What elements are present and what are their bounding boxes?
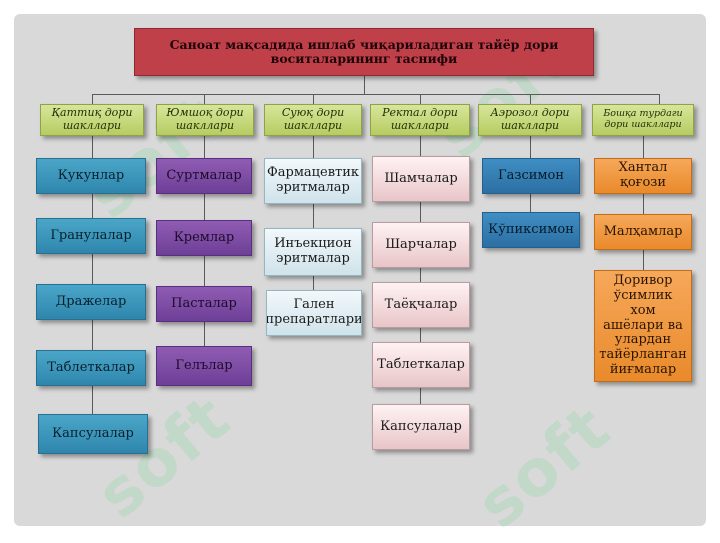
column-line: [420, 136, 421, 416]
solid-item: Капсулалар: [38, 414, 148, 454]
soft-item: Кремлар: [156, 220, 252, 256]
rectal-item: Таблеткалар: [372, 342, 470, 388]
solid-item: Гранулалар: [36, 218, 146, 254]
liquid-item: Гален препаратлари: [266, 290, 362, 336]
solid-item: Дражелар: [36, 284, 146, 320]
connector-line: [420, 94, 421, 104]
connector-line: [92, 94, 660, 95]
category-aerosol: Аэрозол дори шакллари: [478, 104, 582, 136]
soft-item: Гелълар: [156, 346, 252, 386]
category-other: Бошқа турдаги дори шакллари: [592, 104, 694, 136]
solid-item: Таблеткалар: [36, 350, 146, 386]
connector-line: [364, 76, 365, 94]
connector-line: [313, 94, 314, 104]
other-item: Малҳамлар: [594, 214, 692, 250]
connector-line: [530, 94, 531, 104]
connector-line: [92, 94, 93, 104]
liquid-item: Инъекцион эритмалар: [264, 228, 362, 276]
category-soft: Юмшоқ дори шакллари: [156, 104, 254, 136]
rectal-item: Шарчалар: [372, 222, 470, 268]
rectal-item: Шамчалар: [372, 156, 470, 202]
connector-line: [204, 94, 205, 104]
category-solid: Қаттиқ дори шакллари: [40, 104, 144, 136]
solid-item: Кукунлар: [36, 158, 146, 194]
aerosol-item: Газсимон: [482, 158, 580, 194]
category-rectal: Ректал дори шакллари: [370, 104, 470, 136]
connector-line: [659, 94, 660, 104]
column-line: [92, 136, 93, 426]
aerosol-item: Кўпиксимон: [482, 212, 580, 248]
liquid-item: Фармацевтик эритмалар: [264, 158, 362, 204]
other-item: Хантал қоғози: [594, 158, 692, 194]
soft-item: Суртмалар: [156, 158, 252, 194]
column-line: [313, 136, 314, 306]
category-liquid: Суюқ дори шакллари: [264, 104, 362, 136]
rectal-item: Капсулалар: [372, 404, 470, 450]
soft-item: Пасталар: [156, 286, 252, 322]
diagram-title: Саноат мақсадида ишлаб чиқариладиган тай…: [134, 28, 594, 76]
rectal-item: Таёқчалар: [372, 282, 470, 328]
other-item: Доривор ўсимлик хом ашёлари ва улардан т…: [594, 270, 692, 382]
